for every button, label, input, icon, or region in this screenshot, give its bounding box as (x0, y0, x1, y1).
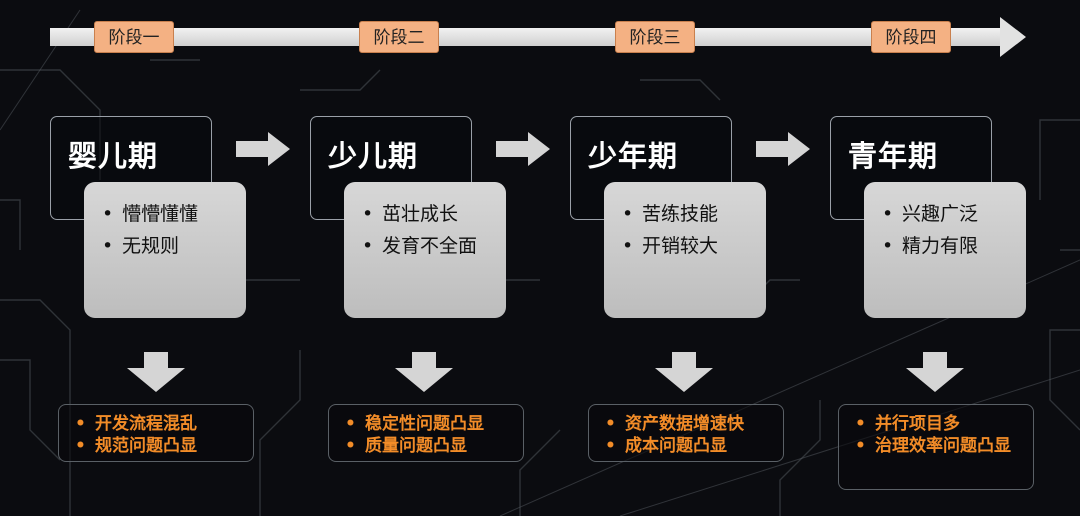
issue-item: 规范问题凸显 (73, 435, 245, 457)
issue-item: 成本问题凸显 (603, 435, 775, 457)
issue-item: 质量问题凸显 (343, 435, 515, 457)
issue-box-child: 稳定性问题凸显 质量问题凸显 (328, 404, 524, 462)
issue-box-teen: 资产数据增速快 成本问题凸显 (588, 404, 784, 462)
issue-item: 治理效率问题凸显 (853, 435, 1025, 457)
down-arrow-icon (395, 352, 453, 392)
stage-tag-3: 阶段三 (615, 21, 695, 53)
trait-card-infant: 懵懵懂懂 无规则 (84, 182, 246, 318)
issue-box-youth: 并行项目多 治理效率问题凸显 (838, 404, 1034, 490)
stage-tag-4: 阶段四 (871, 21, 951, 53)
issue-box-infant: 开发流程混乱 规范问题凸显 (58, 404, 254, 462)
trait-item: 懵懵懂懂 (102, 198, 236, 230)
trait-item: 兴趣广泛 (882, 198, 1016, 230)
phase-title: 婴儿期 (68, 139, 159, 173)
trait-item: 开销较大 (622, 230, 756, 262)
issue-item: 并行项目多 (853, 413, 1025, 435)
trait-item: 发育不全面 (362, 230, 496, 262)
trait-item: 茁壮成长 (362, 198, 496, 230)
stage-tag-2: 阶段二 (359, 21, 439, 53)
stage-tag-1: 阶段一 (94, 21, 174, 53)
phase-title: 少儿期 (328, 139, 419, 173)
right-arrow-icon (756, 132, 810, 166)
timeline-arrowhead (1000, 17, 1026, 57)
phase-title: 青年期 (848, 139, 939, 173)
down-arrow-icon (655, 352, 713, 392)
right-arrow-icon (236, 132, 290, 166)
trait-card-teen: 苦练技能 开销较大 (604, 182, 766, 318)
timeline-bar (50, 28, 1002, 46)
down-arrow-icon (127, 352, 185, 392)
trait-card-youth: 兴趣广泛 精力有限 (864, 182, 1026, 318)
issue-item: 资产数据增速快 (603, 413, 775, 435)
down-arrow-icon (906, 352, 964, 392)
issue-item: 稳定性问题凸显 (343, 413, 515, 435)
phase-title: 少年期 (588, 139, 679, 173)
trait-item: 苦练技能 (622, 198, 756, 230)
trait-item: 无规则 (102, 230, 236, 262)
trait-card-child: 茁壮成长 发育不全面 (344, 182, 506, 318)
issue-item: 开发流程混乱 (73, 413, 245, 435)
trait-item: 精力有限 (882, 230, 1016, 262)
right-arrow-icon (496, 132, 550, 166)
